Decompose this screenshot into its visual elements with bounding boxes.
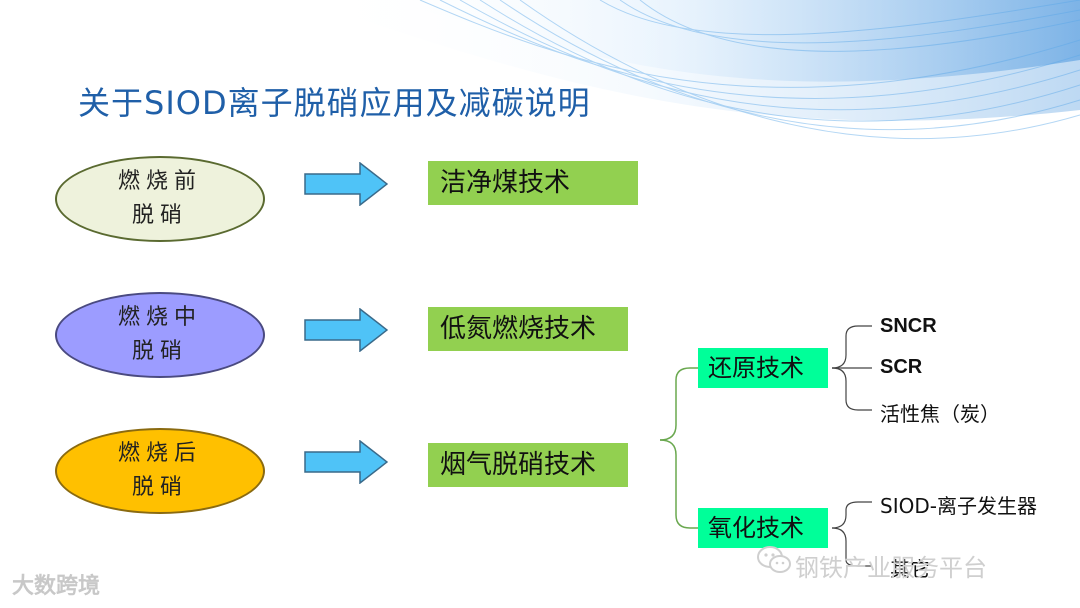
stage-in-combustion: 燃烧中脱硝 — [55, 292, 265, 378]
stage-label-line1: 燃烧中 — [117, 305, 202, 330]
right-arrow-icon — [304, 440, 388, 484]
branch-oxidation: 氧化技术 — [698, 508, 828, 548]
leaf-scr: SCR — [880, 356, 923, 378]
tech-clean-coal: 洁净煤技术 — [428, 161, 638, 205]
leaf-sncr: SNCR — [880, 315, 937, 337]
wechat-icon — [757, 546, 791, 573]
leaf-other: 其它 — [890, 557, 930, 581]
page-title: 关于SIOD离子脱硝应用及减碳说明 — [78, 84, 591, 122]
watermark-left: 大数跨境 — [12, 574, 101, 599]
stage-label-line1: 燃烧前 — [117, 169, 202, 194]
watermark-right: 钢铁产业服务平台 — [795, 554, 987, 582]
leaf-activated-coke: 活性焦（炭） — [880, 402, 1000, 426]
stage-label-line2: 脱硝 — [131, 339, 188, 364]
stage-label-line2: 脱硝 — [131, 203, 188, 228]
tech-low-nox-combustion: 低氮燃烧技术 — [428, 307, 628, 351]
stage-pre-combustion: 燃烧前脱硝 — [55, 156, 265, 242]
stage-label-line2: 脱硝 — [131, 475, 188, 500]
right-arrow-icon — [304, 162, 388, 206]
stage-post-combustion: 燃烧后脱硝 — [55, 428, 265, 514]
branch-reduction: 还原技术 — [698, 348, 828, 388]
stage-label-line1: 燃烧后 — [117, 441, 202, 466]
tech-flue-gas-denitration: 烟气脱硝技术 — [428, 443, 628, 487]
right-arrow-icon — [304, 308, 388, 352]
leaf-siod-generator: SIOD-离子发生器 — [880, 494, 1037, 518]
